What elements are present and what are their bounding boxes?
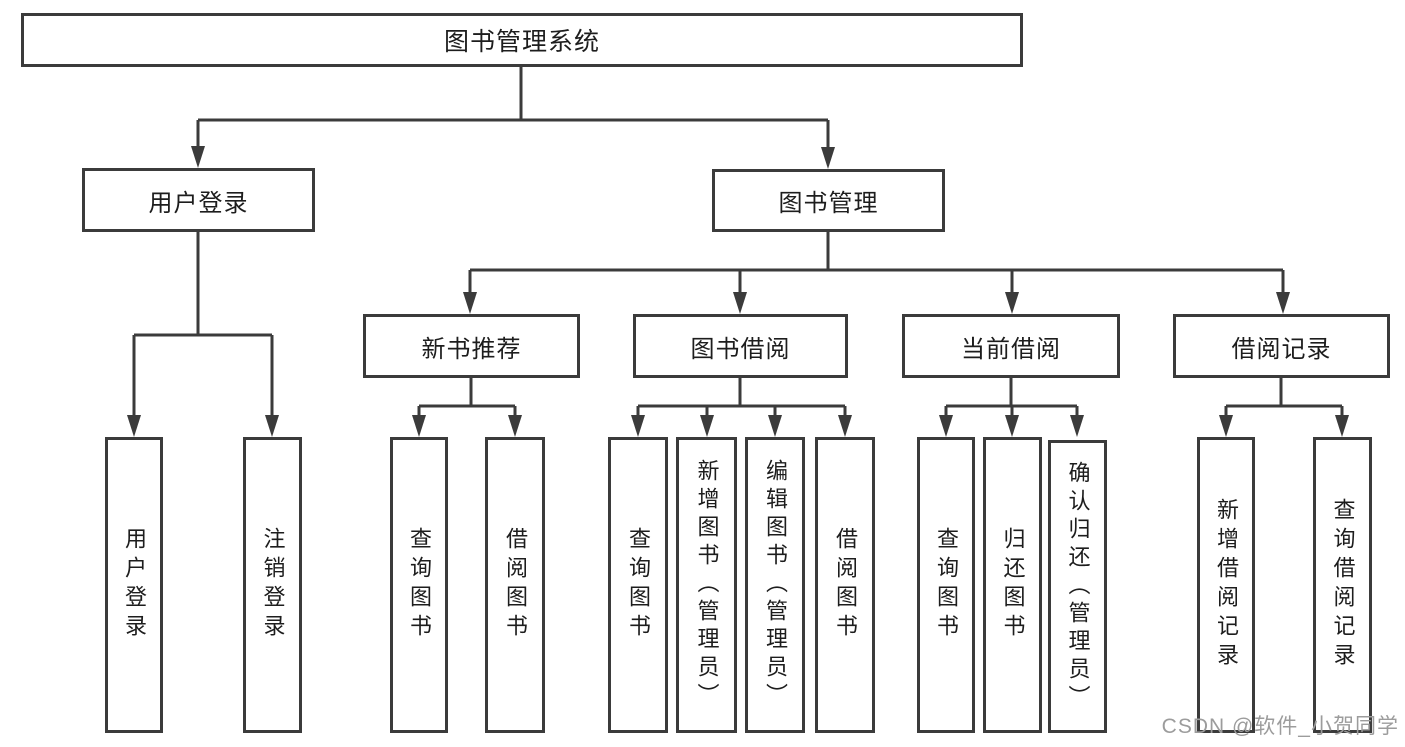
leaf-return-books: 归还图书 <box>983 437 1042 733</box>
leaf-add-borrow-record: 新增借阅记录 <box>1197 437 1255 733</box>
leaf-borrow-query-books: 查询图书 <box>608 437 668 733</box>
node-book-borrow: 图书借阅 <box>633 314 848 378</box>
leaf-rec-query-books: 查询图书 <box>390 437 448 733</box>
leaf-query-borrow-record: 查询借阅记录 <box>1313 437 1372 733</box>
leaf-rec-borrow-books: 借阅图书 <box>485 437 545 733</box>
leaf-current-query-books: 查询图书 <box>917 437 975 733</box>
leaf-logout: 注销登录 <box>243 437 302 733</box>
node-root: 图书管理系统 <box>21 13 1023 67</box>
leaf-edit-books-admin: 编辑图书（管理员） <box>745 437 805 733</box>
arrowhead-icons <box>127 146 1349 437</box>
node-borrow-records: 借阅记录 <box>1173 314 1390 378</box>
leaf-user-login: 用户登录 <box>105 437 163 733</box>
node-user-login: 用户登录 <box>82 168 315 232</box>
node-new-book-recommend: 新书推荐 <box>363 314 580 378</box>
node-current-borrow: 当前借阅 <box>902 314 1120 378</box>
leaf-add-books-admin: 新增图书（管理员） <box>676 437 737 733</box>
leaf-borrow-borrow-books: 借阅图书 <box>815 437 875 733</box>
csdn-watermark: CSDN @软件_小贺同学 <box>1161 715 1399 738</box>
leaf-confirm-return-admin: 确认归还（管理员） <box>1048 440 1107 733</box>
node-book-management: 图书管理 <box>712 169 945 232</box>
